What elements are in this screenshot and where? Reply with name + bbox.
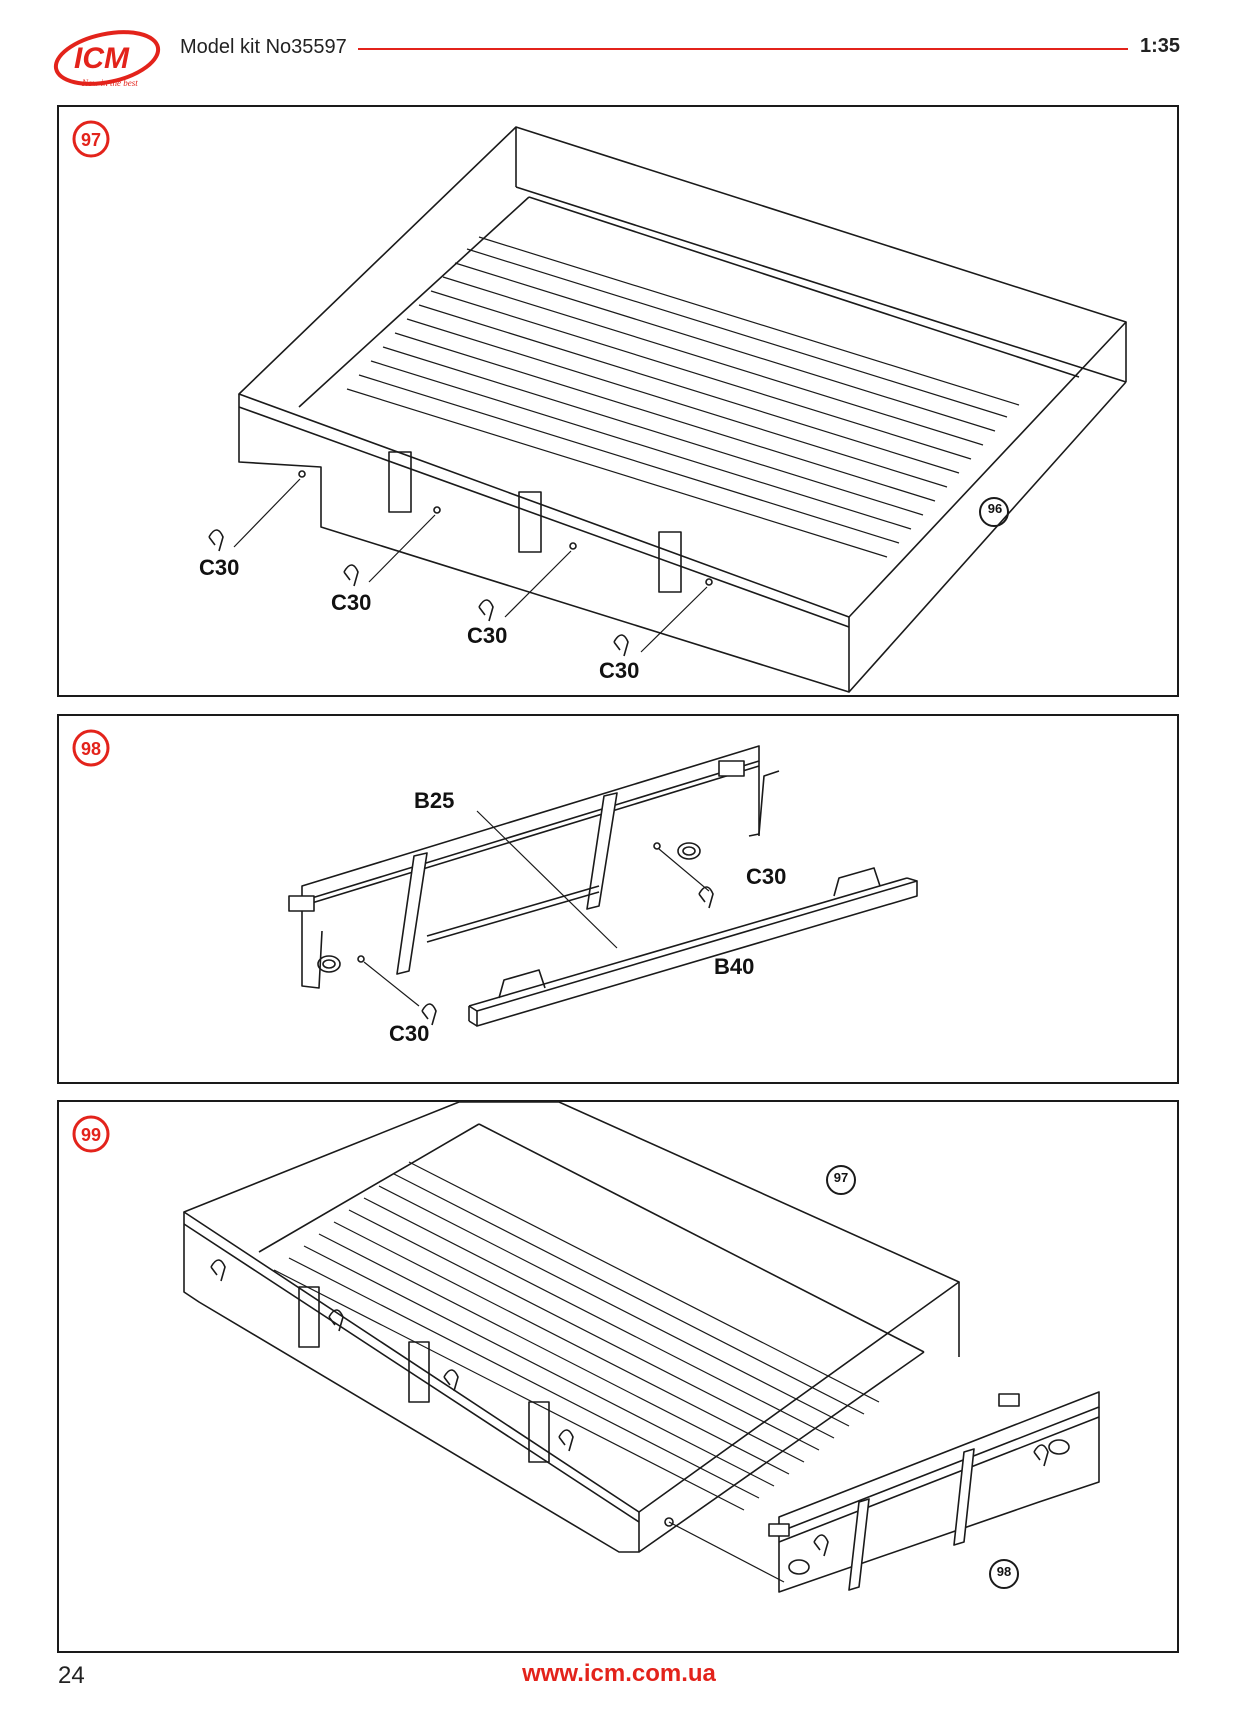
part-label-c30: C30 — [467, 623, 508, 648]
step-97-badge: 97 — [72, 120, 110, 158]
step-99-number: 99 — [81, 1125, 101, 1145]
part-label-c30: C30 — [199, 555, 240, 580]
kit-title: Model kit No35597 — [180, 36, 347, 58]
part-label-b40: B40 — [714, 954, 755, 979]
step-99-illustration — [183, 1102, 1100, 1593]
step-97-number: 97 — [81, 130, 101, 150]
icm-logo: ICM Now in the best — [52, 28, 167, 90]
step-99-badge: 99 — [72, 1115, 110, 1153]
step-97-panel: 97 C30 C30 C30 C30 96 — [57, 105, 1179, 697]
part-label-c30: C30 — [389, 1021, 430, 1046]
step-98-panel: 98 B25 C30 B40 C30 — [57, 714, 1179, 1084]
website-link[interactable]: www.icm.com.ua — [522, 1660, 716, 1687]
part-label-c30: C30 — [746, 864, 787, 889]
header-rule — [358, 48, 1128, 50]
part-label-c30: C30 — [331, 590, 372, 615]
logo-tagline: Now in the best — [81, 78, 138, 88]
ref-98: 98 — [996, 1564, 1012, 1579]
scale-label: 1:35 — [1140, 35, 1181, 57]
step-97-illustration — [208, 126, 1127, 693]
logo-brand-text: ICM — [74, 42, 130, 75]
step-98-illustration — [288, 745, 918, 1027]
ref-97: 97 — [833, 1170, 849, 1185]
part-label-c30: C30 — [599, 658, 640, 683]
part-label-b25: B25 — [414, 788, 455, 813]
page-header: ICM Now in the best Model kit No35597 1:… — [0, 0, 1238, 100]
step-98-number: 98 — [81, 739, 101, 759]
page-number: 24 — [58, 1662, 85, 1689]
step-99-panel: 99 97 98 — [57, 1100, 1179, 1653]
step-98-badge: 98 — [72, 729, 110, 767]
ref-96: 96 — [987, 501, 1003, 516]
